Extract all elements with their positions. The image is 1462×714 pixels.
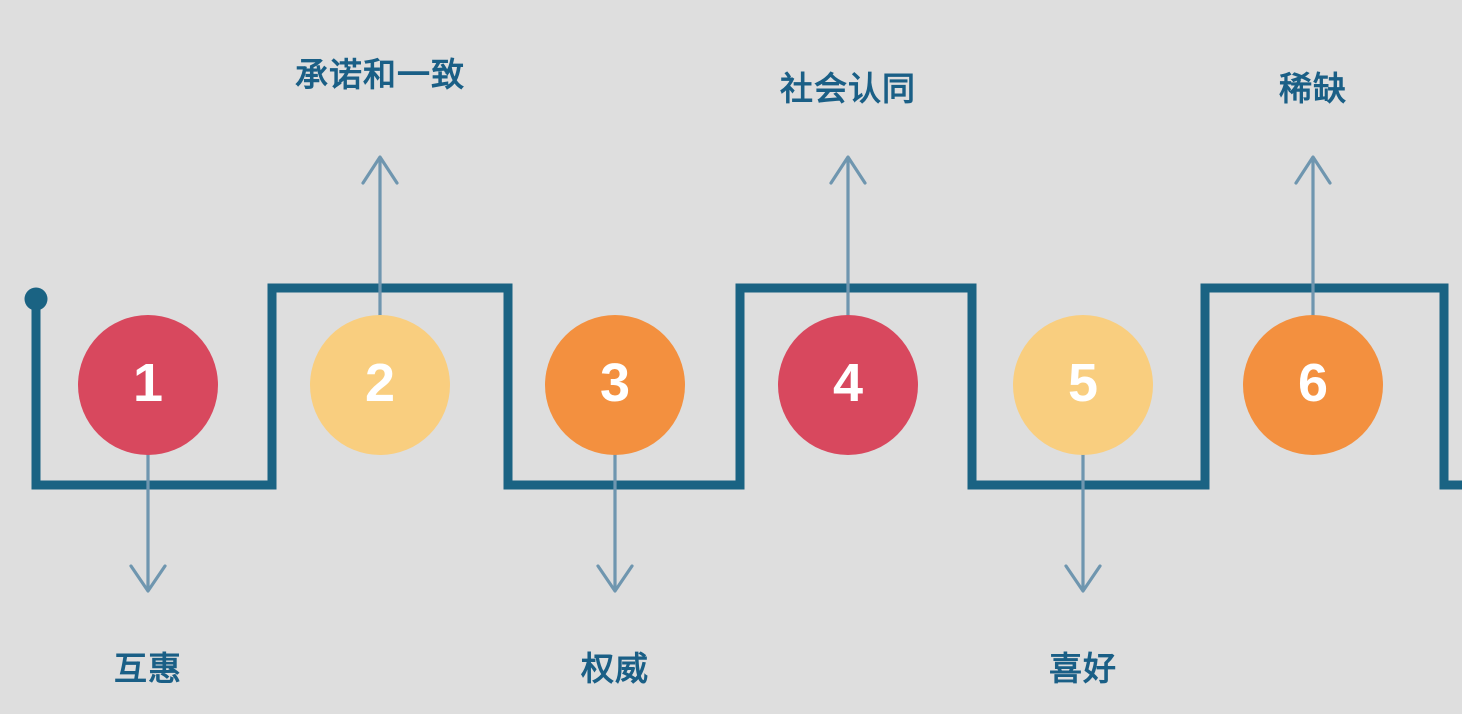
step-number-1: 1 xyxy=(132,353,164,413)
step-label-2: 承诺和一致 xyxy=(295,56,465,93)
step-node-6[interactable]: 6 xyxy=(1243,315,1383,455)
step-node-2[interactable]: 2 xyxy=(310,315,450,455)
step-number-5: 5 xyxy=(1067,353,1099,413)
step-node-1[interactable]: 1 xyxy=(78,315,218,455)
step-number-4: 4 xyxy=(832,353,864,413)
step-label-1: 互惠 xyxy=(114,650,182,687)
step-label-5: 喜好 xyxy=(1049,650,1117,687)
step-node-4[interactable]: 4 xyxy=(778,315,918,455)
step-number-6: 6 xyxy=(1297,353,1329,413)
step-label-4: 社会认同 xyxy=(780,70,916,107)
start-dot-icon xyxy=(24,287,48,311)
step-number-3: 3 xyxy=(599,353,631,413)
step-label-6: 稀缺 xyxy=(1279,70,1347,107)
step-label-3: 权威 xyxy=(581,650,649,687)
wave-path xyxy=(31,283,1462,490)
step-node-5[interactable]: 5 xyxy=(1013,315,1153,455)
step-number-2: 2 xyxy=(364,353,396,413)
step-node-3[interactable]: 3 xyxy=(545,315,685,455)
